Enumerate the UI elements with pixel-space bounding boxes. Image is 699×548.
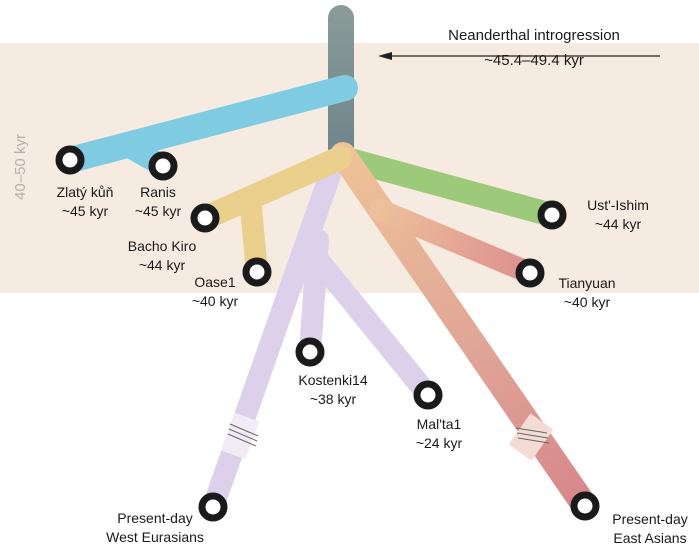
introgression-title: Neanderthal introgression bbox=[448, 27, 620, 44]
label-east-asians: Present-day East Asians bbox=[601, 510, 699, 548]
label-zlaty-kun: Zlatý kůň ~45 kyr bbox=[40, 183, 130, 221]
label-bacho-kiro-age: ~44 kyr bbox=[138, 257, 186, 273]
label-malta1-age: ~24 kyr bbox=[415, 435, 463, 451]
label-oase1-age: ~40 kyr bbox=[191, 293, 239, 309]
label-ranis-age: ~45 kyr bbox=[134, 203, 182, 219]
node-oase1 bbox=[242, 257, 272, 287]
label-kostenki14-age: ~38 kyr bbox=[309, 391, 357, 407]
label-kostenki14-name: Kostenki14 bbox=[298, 372, 368, 388]
label-zlaty-kun-name: Zlatý kůň bbox=[56, 184, 114, 200]
label-zlaty-kun-age: ~45 kyr bbox=[61, 203, 109, 219]
branch-ust-ishim bbox=[338, 148, 564, 227]
label-malta1-name: Mal'ta1 bbox=[416, 416, 462, 432]
label-west-eurasians: Present-day West Eurasians bbox=[100, 509, 210, 547]
label-ranis-name: Ranis bbox=[140, 184, 176, 200]
label-oase1-name: Oase1 bbox=[194, 274, 236, 290]
node-ranis bbox=[148, 151, 178, 181]
introgression-annotation: Neanderthal introgression ~45.4–49.4 kyr bbox=[424, 26, 644, 70]
branch-zlaty-kun bbox=[57, 75, 358, 173]
label-kostenki14: Kostenki14 ~38 kyr bbox=[283, 371, 383, 409]
label-ust-ishim: Ust'-Ishim ~44 kyr bbox=[573, 196, 663, 234]
label-tianyuan-name: Tianyuan bbox=[558, 275, 616, 291]
label-oase1: Oase1 ~40 kyr bbox=[180, 273, 250, 311]
label-bacho-kiro: Bacho Kiro ~44 kyr bbox=[112, 237, 212, 275]
label-ust-ishim-name: Ust'-Ishim bbox=[587, 197, 649, 213]
node-ust-ishim bbox=[537, 200, 567, 230]
node-malta1 bbox=[413, 380, 443, 410]
label-tianyuan: Tianyuan ~40 kyr bbox=[545, 274, 629, 312]
east-lineage-break bbox=[508, 413, 554, 461]
label-west-eurasians-line2: West Eurasians bbox=[106, 529, 204, 545]
branch-tianyuan bbox=[369, 199, 541, 284]
node-bacho-kiro bbox=[190, 203, 220, 233]
branch-bacho-kiro bbox=[193, 146, 352, 230]
label-bacho-kiro-name: Bacho Kiro bbox=[127, 238, 197, 254]
node-east-asians bbox=[570, 491, 600, 521]
introgression-age: ~45.4–49.4 kyr bbox=[484, 52, 584, 69]
label-ust-ishim-age: ~44 kyr bbox=[594, 216, 642, 232]
time-band-label: 40–50 kyr bbox=[12, 134, 29, 200]
west-lineage-break bbox=[220, 412, 260, 460]
label-ranis: Ranis ~45 kyr bbox=[118, 183, 198, 221]
node-zlaty-kun bbox=[55, 145, 85, 175]
label-malta1: Mal'ta1 ~24 kyr bbox=[394, 415, 484, 453]
node-west-eurasians bbox=[198, 492, 228, 522]
branch-malta1 bbox=[309, 251, 439, 406]
label-tianyuan-age: ~40 kyr bbox=[563, 294, 611, 310]
node-kostenki14 bbox=[295, 337, 325, 367]
label-east-asians-line1: Present-day bbox=[612, 511, 688, 527]
node-tianyuan bbox=[515, 258, 545, 288]
label-east-asians-line2: East Asians bbox=[613, 530, 687, 546]
introgression-arrowhead bbox=[378, 52, 392, 60]
label-west-eurasians-line1: Present-day bbox=[117, 510, 193, 526]
